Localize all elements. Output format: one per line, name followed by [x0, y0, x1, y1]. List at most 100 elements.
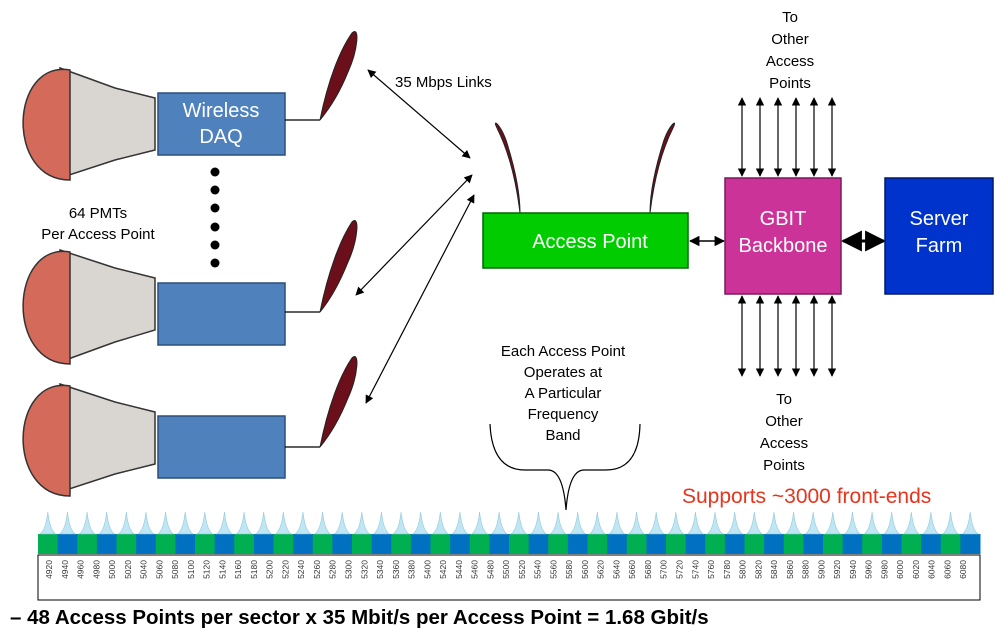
band-spike	[490, 511, 508, 535]
frequency-tick-label: 5100	[186, 560, 196, 579]
frequency-tick-label: 5680	[643, 560, 653, 579]
band-spike	[706, 511, 724, 535]
band-spike	[470, 511, 489, 535]
band-segment	[234, 534, 255, 554]
band-spike	[843, 511, 862, 535]
band-spike	[647, 511, 665, 535]
frequency-tick-label: 5360	[391, 560, 401, 579]
band-segment	[666, 534, 687, 554]
band-spike	[902, 511, 921, 535]
frequency-tick-label: 5120	[202, 560, 212, 579]
frequency-tick-label: 5760	[706, 560, 716, 579]
frequency-tick-label: 6000	[895, 560, 905, 579]
frequency-tick-label: 5460	[470, 560, 480, 579]
antenna-3	[319, 356, 358, 448]
frequency-tick-label: 6020	[911, 560, 921, 579]
frequency-tick-label: 5040	[139, 560, 149, 579]
frequency-band-strip	[38, 511, 981, 554]
backbone-downlink-arrows	[737, 295, 837, 377]
svg-text:Operates at: Operates at	[524, 364, 603, 381]
band-spike	[549, 511, 567, 535]
band-spike	[235, 511, 253, 535]
band-segment	[352, 534, 373, 554]
frequency-tick-label: 5200	[265, 560, 275, 579]
band-spike	[313, 511, 332, 535]
band-spike	[784, 511, 803, 535]
gbit-backbone-box	[724, 177, 842, 295]
band-segment	[685, 534, 706, 554]
band-spike	[137, 511, 155, 535]
band-brace	[489, 423, 641, 511]
svg-text:Access: Access	[766, 53, 814, 70]
frequency-tick-label: 6060	[942, 560, 952, 579]
frequency-tick-label: 5320	[359, 560, 369, 579]
antenna-1	[319, 30, 358, 121]
band-segment	[312, 534, 333, 554]
antenna-2	[319, 220, 358, 313]
band-segment	[469, 534, 490, 554]
band-segment	[57, 534, 78, 554]
band-spike	[922, 511, 940, 535]
daq-box-3	[157, 415, 286, 479]
frequency-tick-label: 5900	[816, 560, 826, 579]
backbone-uplink-arrows	[737, 97, 837, 177]
band-spike	[117, 511, 136, 535]
band-segment	[881, 534, 902, 554]
band-segment	[724, 534, 745, 554]
band-segment	[489, 534, 510, 554]
frequency-tick-label: 6040	[927, 560, 937, 579]
band-spike	[39, 511, 57, 535]
frequency-tick-label: 5940	[848, 560, 858, 579]
band-segment	[332, 534, 353, 554]
svg-text:To: To	[782, 9, 798, 26]
frequency-tick-label: 5960	[864, 560, 874, 579]
link-arrow-2	[355, 174, 473, 296]
backbone-label-line1: GBIT	[760, 208, 807, 230]
frequency-tick-label: 5420	[438, 560, 448, 579]
band-segment	[214, 534, 235, 554]
svg-text:A Particular: A Particular	[525, 385, 602, 402]
svg-text:Each Access Point: Each Access Point	[501, 343, 626, 360]
frequency-band-note: Each Access Point Operates at A Particul…	[501, 343, 626, 444]
band-spike	[176, 511, 194, 535]
band-segment	[38, 534, 59, 554]
pmt-count-label-line1: 64 PMTs	[69, 205, 127, 222]
frequency-tick-label: 5060	[154, 560, 164, 579]
frequency-tick-label: 5620	[596, 560, 606, 579]
frequency-tick-label: 5920	[832, 560, 842, 579]
frequency-tick-label: 5980	[879, 560, 889, 579]
band-segment	[626, 534, 647, 554]
band-segment	[528, 534, 549, 554]
frequency-tick-label: 5540	[533, 560, 543, 579]
band-spike	[372, 511, 391, 535]
frequency-tick-label: 5000	[107, 560, 117, 579]
frequency-tick-label: 5640	[611, 560, 621, 579]
pmt-count-label-line2: Per Access Point	[41, 226, 155, 243]
svg-text:To: To	[776, 391, 792, 408]
frequency-tick-label: 5700	[659, 560, 669, 579]
frequency-tick-label: 5160	[233, 560, 243, 579]
access-point-antenna-right	[649, 122, 676, 214]
band-spike	[58, 511, 77, 535]
band-spike	[274, 511, 293, 535]
link-arrow-1	[367, 69, 471, 159]
band-spike	[510, 511, 528, 535]
frequency-tick-label: 5840	[769, 560, 779, 579]
band-spike	[941, 511, 960, 535]
wireless-daq-label-line1: Wireless	[183, 100, 260, 122]
frequency-tick-label: 5220	[280, 560, 290, 579]
band-segment	[587, 534, 608, 554]
band-spike	[215, 511, 234, 535]
frequency-axis-box	[37, 554, 981, 601]
frequency-tick-label: 5260	[312, 560, 322, 579]
band-segment	[155, 534, 176, 554]
access-point-label: Access Point	[532, 231, 648, 253]
server-farm-label-line1: Server	[910, 208, 969, 230]
band-spike	[196, 511, 214, 535]
band-spike	[431, 511, 450, 535]
band-segment	[136, 534, 157, 554]
band-spike	[686, 511, 705, 535]
band-spike	[765, 511, 783, 535]
